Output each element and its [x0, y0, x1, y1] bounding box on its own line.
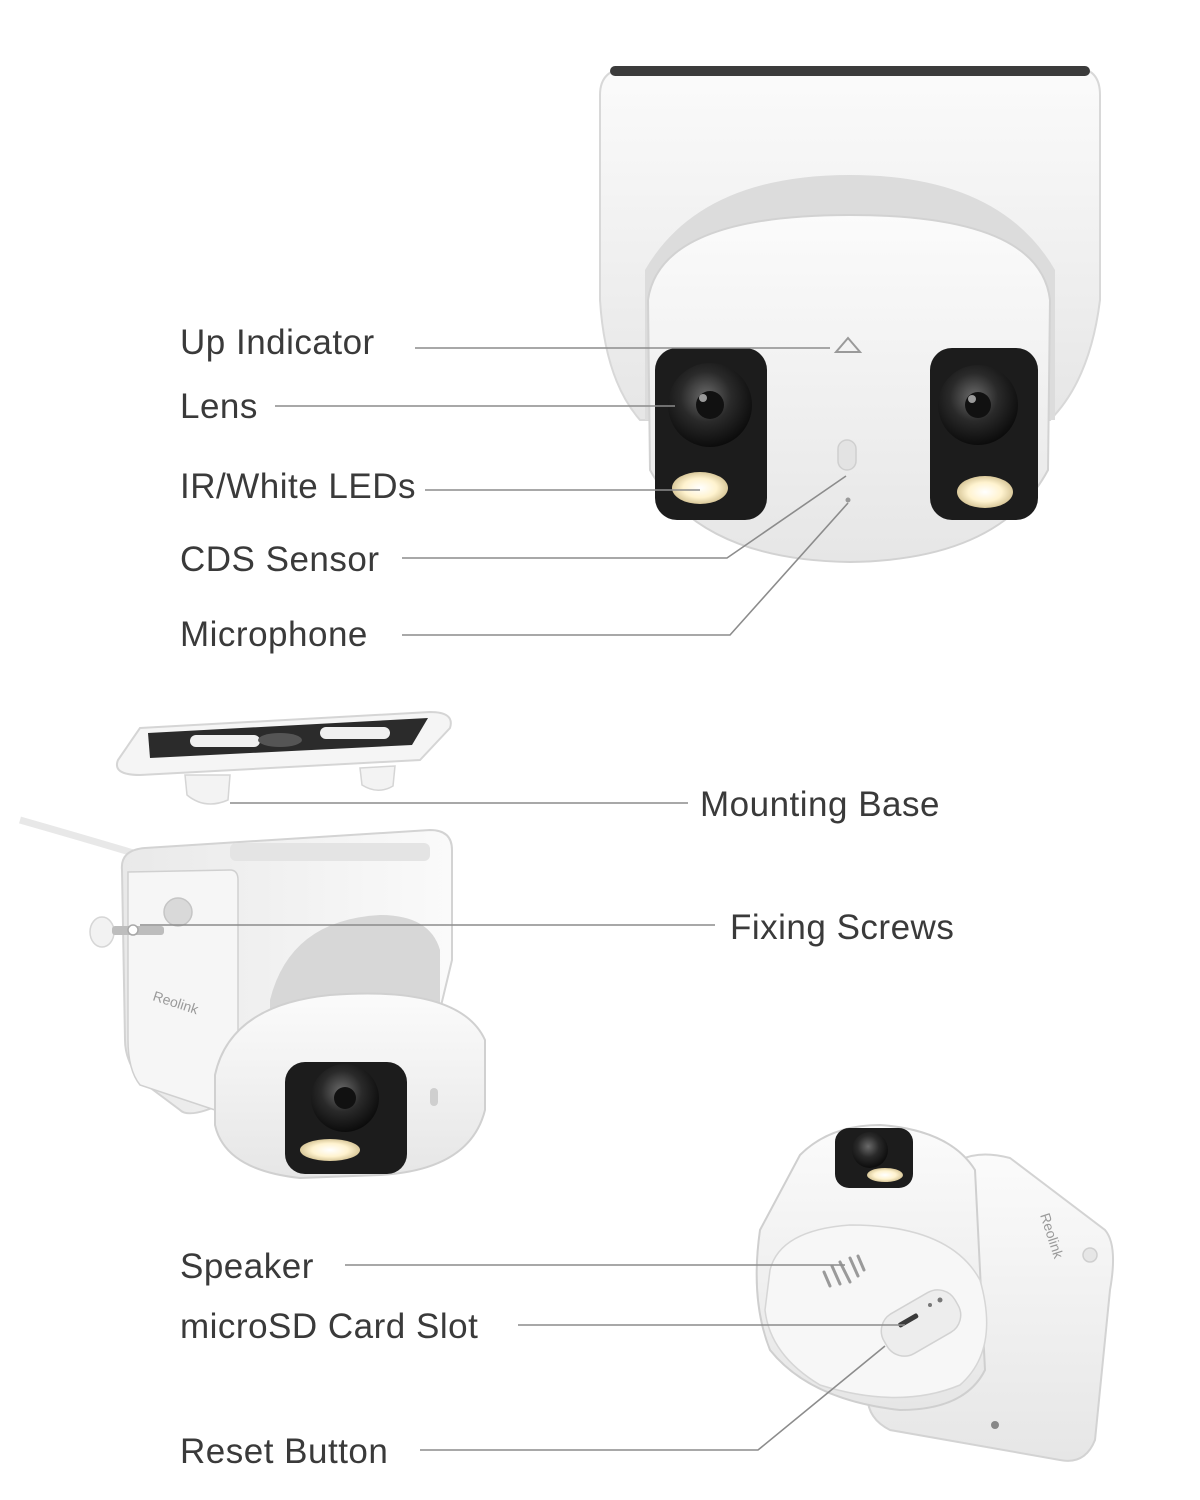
label-ir-white-leds: IR/White LEDs: [180, 467, 416, 506]
reset-button-icon: [937, 1297, 943, 1303]
label-microphone: Microphone: [180, 615, 368, 654]
label-microsd-card-slot: microSD Card Slot: [180, 1307, 478, 1346]
microsd-slot-icon: [880, 1289, 962, 1357]
leader-cds-sensor: [402, 475, 847, 559]
right-led-icon: [957, 476, 1013, 508]
label-up-indicator: Up Indicator: [180, 323, 375, 362]
label-speaker: Speaker: [180, 1247, 314, 1286]
up-indicator-icon: [833, 336, 863, 353]
label-mounting-base: Mounting Base: [700, 785, 940, 824]
microphone-icon: [845, 497, 851, 503]
leader-reset-button: [420, 1345, 886, 1451]
label-lens: Lens: [180, 387, 258, 426]
fixing-screw-icon: [89, 916, 164, 948]
leader-lines: [140, 347, 905, 1451]
label-fixing-screws: Fixing Screws: [730, 908, 954, 947]
label-reset-button: Reset Button: [180, 1432, 388, 1471]
callout-labels: Up Indicator Lens IR/White LEDs CDS Sens…: [180, 323, 954, 1471]
bottom-camera-illustration: Reolink: [755, 1123, 1115, 1462]
leader-microphone: [402, 502, 849, 636]
middle-camera-illustration: Reolink: [19, 710, 486, 1180]
label-cds-sensor: CDS Sensor: [180, 540, 380, 579]
top-camera-illustration: [599, 66, 1101, 564]
left-led-icon: [672, 472, 728, 504]
cds-sensor-icon: [837, 439, 857, 471]
